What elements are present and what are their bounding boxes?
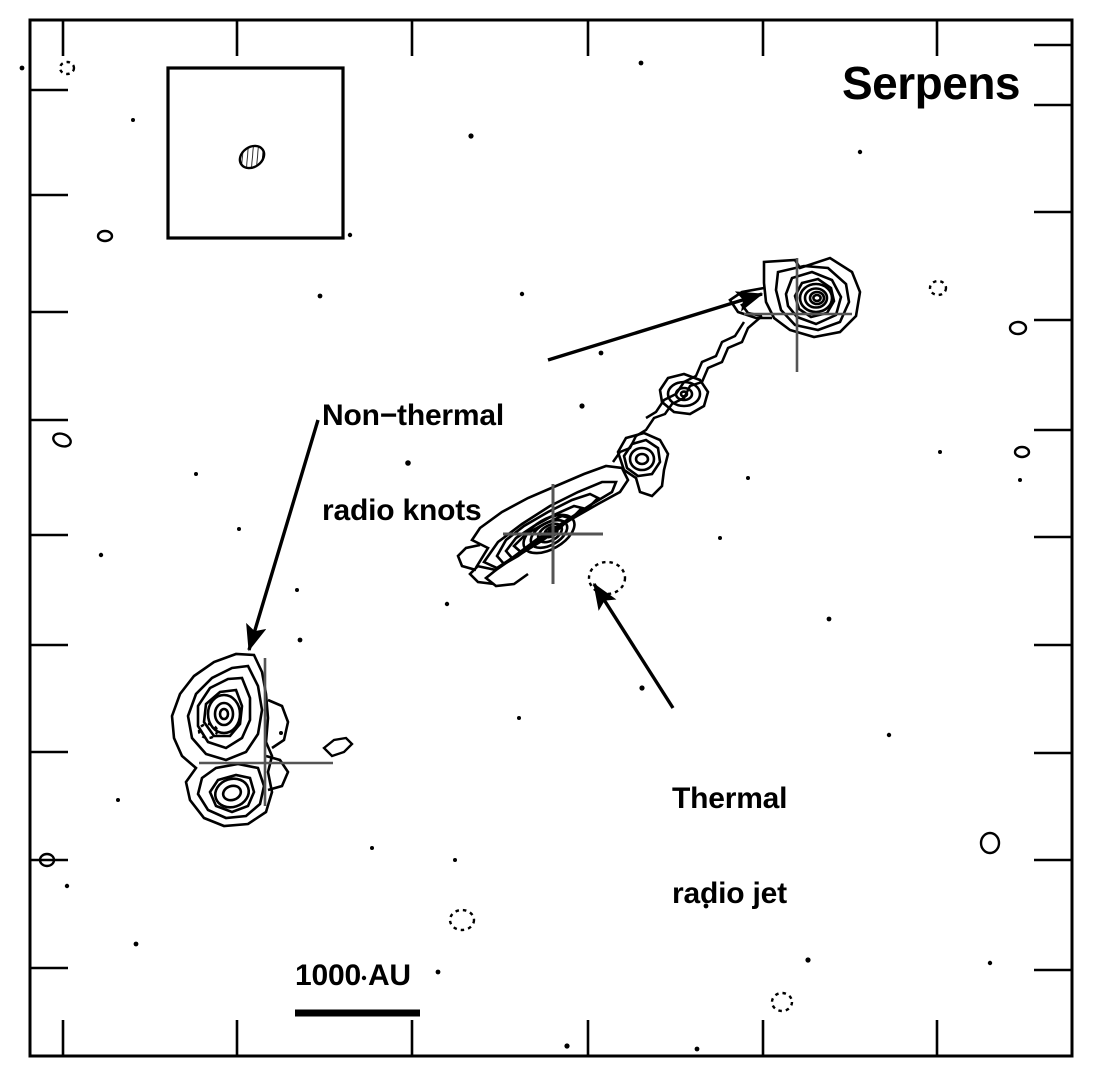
arrow-to-ne-knot [547, 291, 764, 362]
source-jet-knot-inner [616, 431, 670, 498]
annotation-nonthermal-line2: radio knots [322, 493, 482, 527]
marker-cross-central-jet [503, 484, 603, 584]
annotation-thermal-line2: radio jet [672, 876, 787, 910]
source-sw-nonthermal-knot [170, 652, 290, 828]
annotation-thermal-jet: Thermal radio jet [672, 719, 788, 973]
jet-bridge-contour [611, 315, 763, 463]
speckle-noise [19, 60, 1022, 1052]
marker-cross-sw-knot [199, 658, 333, 806]
axis-ticks [30, 20, 1072, 1056]
negative-contours [58, 60, 948, 1013]
noise-contour-blob [322, 736, 354, 758]
source-jet-knot-outer [658, 372, 710, 416]
arrow-to-thermal-jet [592, 582, 675, 709]
page-title: Serpens [841, 57, 1021, 109]
annotation-arrows [246, 291, 764, 709]
synthesized-beam-ellipse [238, 144, 266, 170]
annotation-nonthermal-knots: Non−thermal radio knots [322, 336, 504, 590]
beam-box [166, 66, 345, 240]
marker-cross-ne-knot [744, 258, 852, 372]
arrow-to-sw-knot [246, 419, 320, 652]
annotation-thermal-line1: Thermal [672, 781, 788, 815]
source-central-thermal-jet [456, 464, 630, 588]
annotation-nonthermal-line1: Non−thermal [322, 398, 505, 432]
noise-contours [38, 229, 1031, 868]
scale-bar-label: 1000 AU [295, 959, 411, 992]
